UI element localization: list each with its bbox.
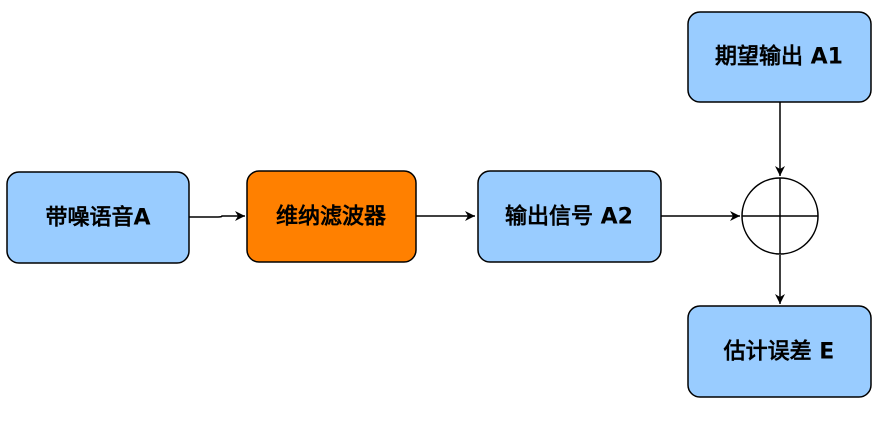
- node-label: 带噪语音A: [45, 205, 150, 231]
- node-box: [687, 11, 872, 103]
- node-label: 估计误差 E: [723, 339, 835, 365]
- node-box: [687, 305, 872, 398]
- connections: [189, 102, 785, 304]
- node-wiener-filter: 维纳滤波器: [246, 170, 417, 263]
- node-desired-output: 期望输出 A1: [687, 11, 872, 103]
- node-output-signal: 输出信号 A2: [477, 170, 662, 263]
- node-label: 期望输出 A1: [715, 44, 843, 70]
- node-box: [477, 170, 662, 263]
- node-label: 输出信号 A2: [505, 204, 633, 230]
- node-label: 维纳滤波器: [276, 204, 387, 230]
- node-box: [246, 170, 417, 263]
- node-input-speech: 带噪语音A: [6, 171, 190, 264]
- node-box: [6, 171, 190, 264]
- arrow-input-to-filter: [189, 211, 245, 221]
- node-estimation-error: 估计误差 E: [687, 305, 872, 398]
- summing-junction: [741, 177, 819, 255]
